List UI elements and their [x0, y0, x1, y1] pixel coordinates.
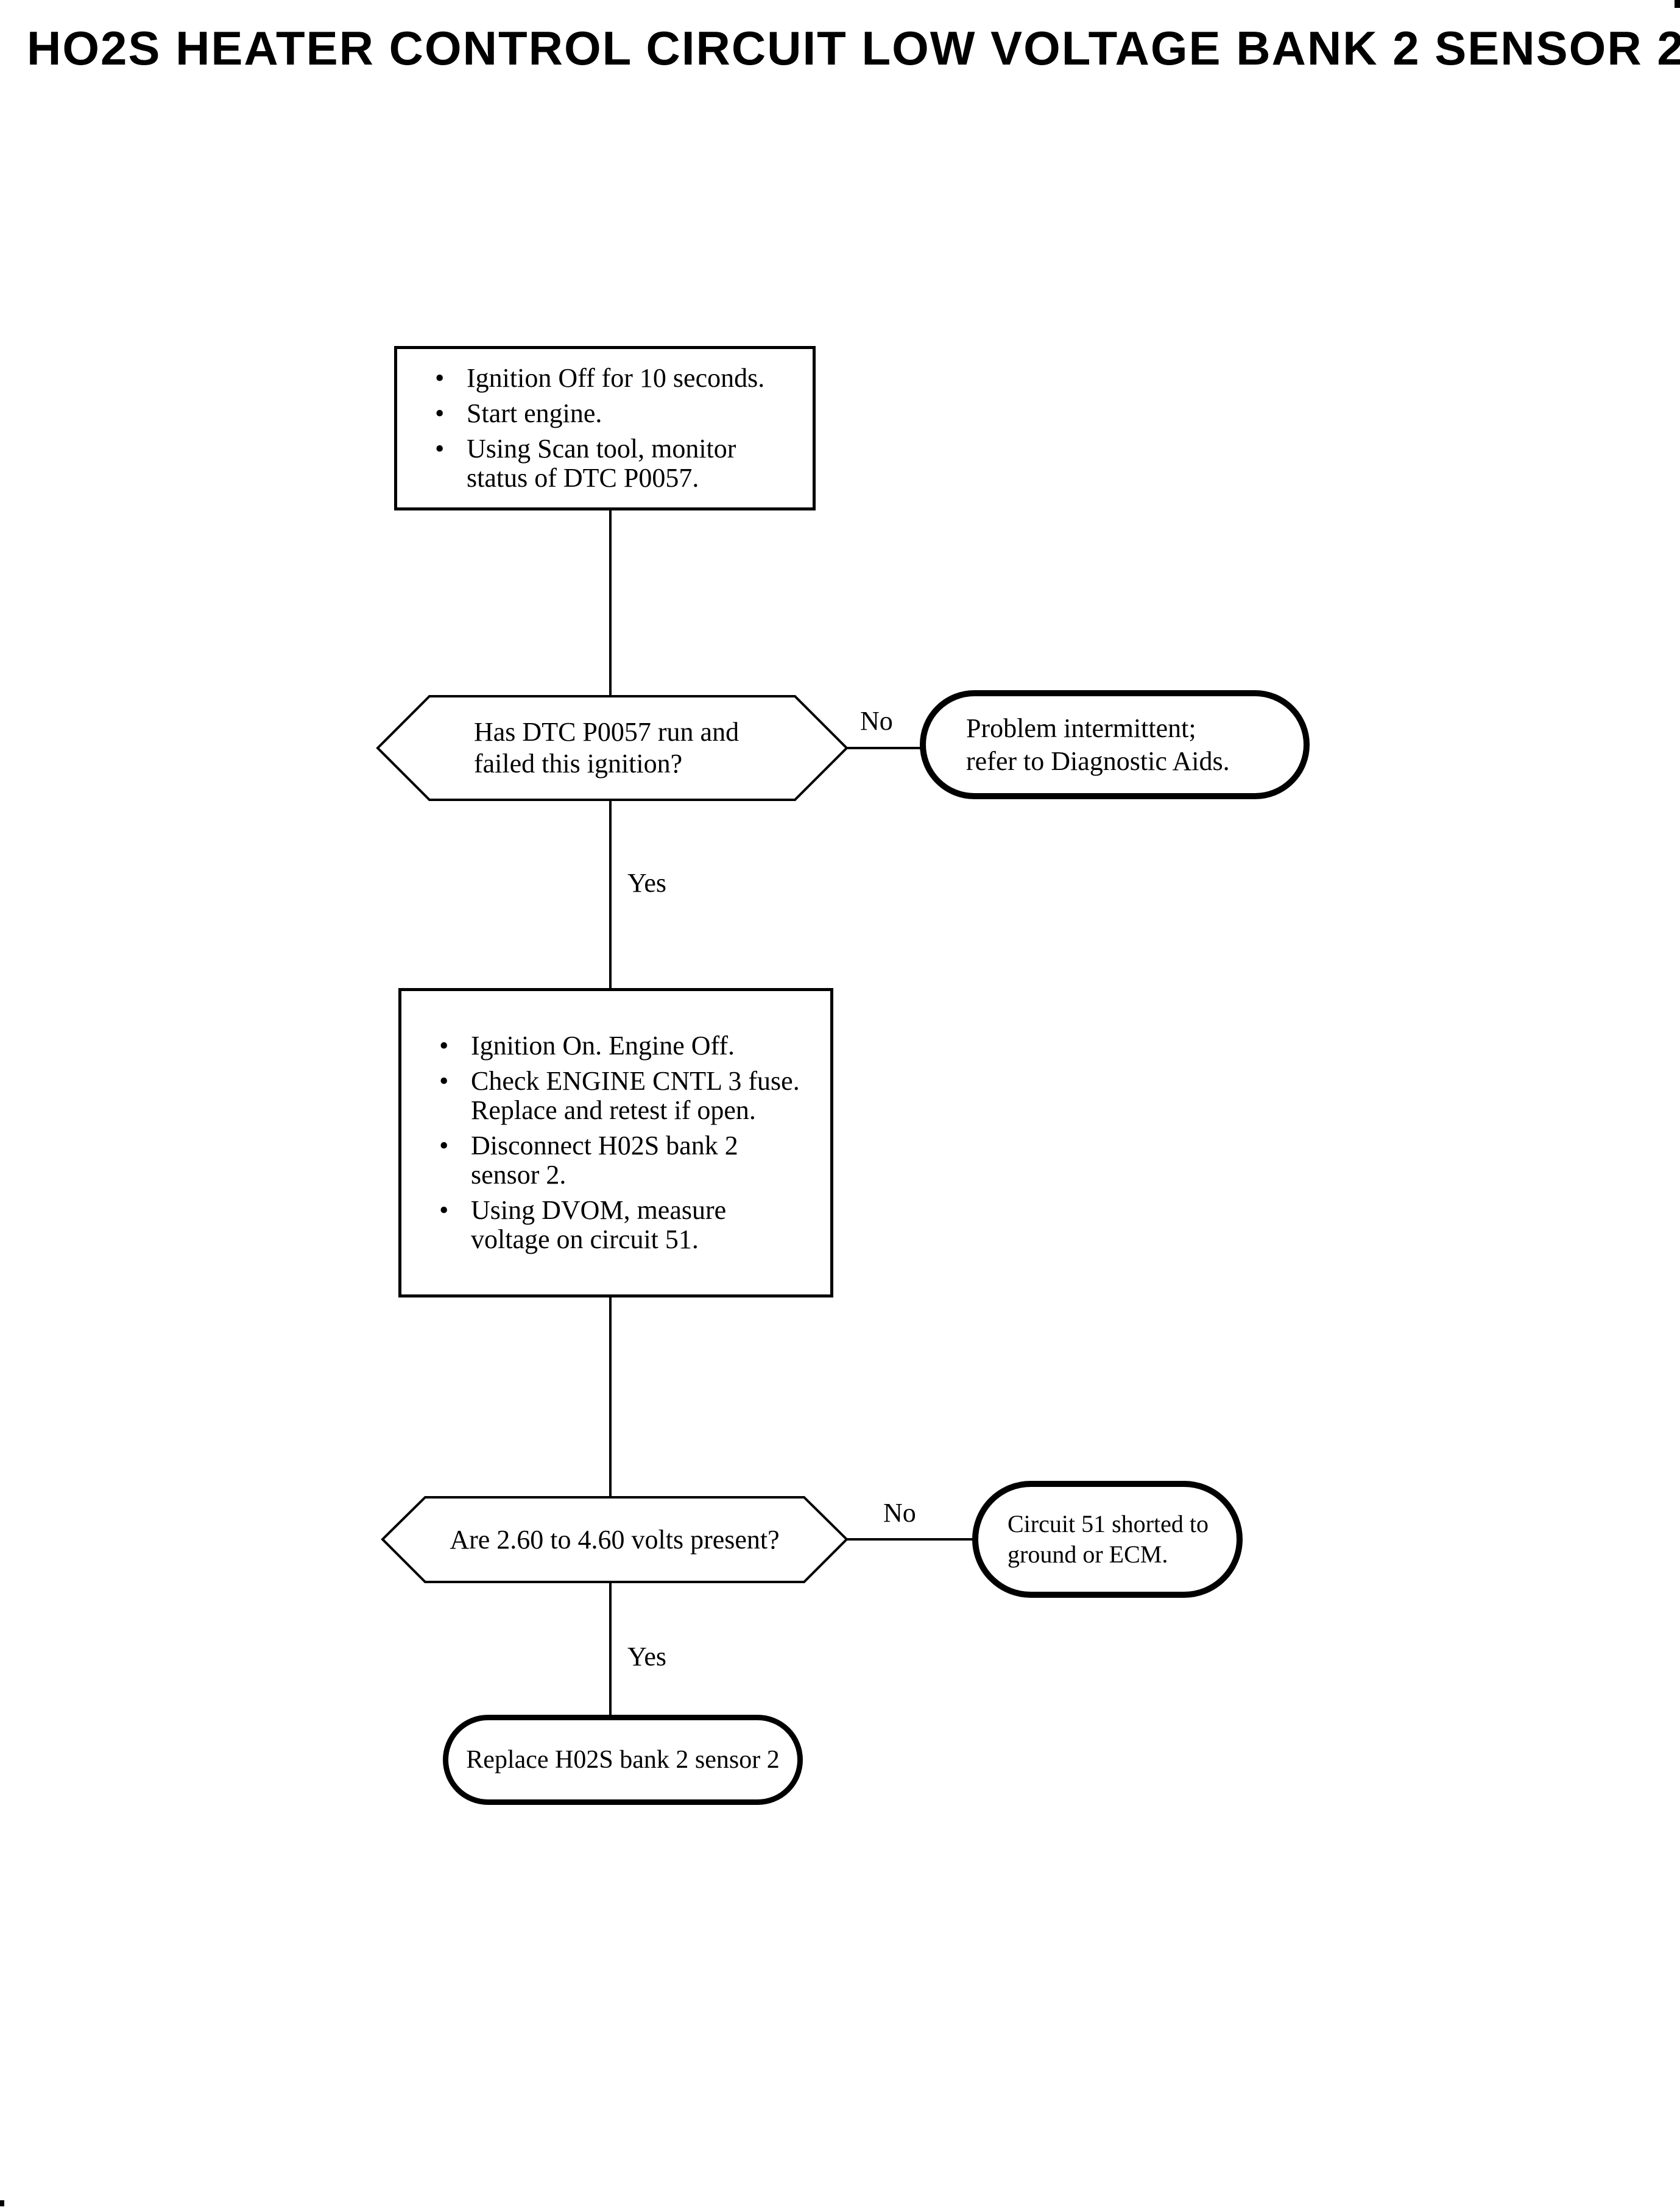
terminal-replace-sensor: Replace H02S bank 2 sensor 2 [443, 1715, 803, 1805]
decision2-question: Are 2.60 to 4.60 volts present? [450, 1524, 780, 1555]
step1-box: Ignition Off for 10 seconds. Start engin… [394, 346, 816, 510]
terminal-text: Problem intermittent; refer to Diagnosti… [966, 713, 1230, 776]
decision2-shape [381, 1496, 849, 1583]
decision1-question: Has DTC P0057 run and failed this igniti… [474, 717, 739, 778]
decision1-yes-label: Yes [627, 868, 667, 898]
step1-item: Using Scan tool, monitor status of DTC P… [435, 434, 764, 493]
step2-item: Check ENGINE CNTL 3 fuse. Replace and re… [439, 1067, 800, 1125]
terminal-problem-intermittent: Problem intermittent; refer to Diagnosti… [920, 690, 1310, 799]
step1-item: Ignition Off for 10 seconds. [435, 364, 764, 394]
decision2-no-label: No [883, 1498, 916, 1528]
step2-box: Ignition On. Engine Off. Check ENGINE CN… [398, 988, 833, 1297]
page-title: HO2S HEATER CONTROL CIRCUIT LOW VOLTAGE … [27, 21, 1680, 75]
decision1-shape [376, 695, 849, 801]
step2-list: Ignition On. Engine Off. Check ENGINE CN… [401, 1031, 812, 1254]
scan-artifact-mark [1675, 0, 1680, 8]
decision2-yes-label: Yes [627, 1642, 667, 1672]
step2-item: Ignition On. Engine Off. [439, 1031, 800, 1061]
scan-artifact-mark [0, 2200, 4, 2206]
decision1-no-label: No [860, 706, 893, 736]
terminal-text: Replace H02S bank 2 sensor 2 [466, 1746, 780, 1774]
terminal-circuit51-shorted: Circuit 51 shorted to ground or ECM. [972, 1481, 1243, 1598]
terminal-text: Circuit 51 shorted to ground or ECM. [1008, 1510, 1209, 1568]
step2-item: Disconnect H02S bank 2 sensor 2. [439, 1131, 800, 1190]
step1-item: Start engine. [435, 399, 764, 429]
step1-list: Ignition Off for 10 seconds. Start engin… [397, 364, 777, 493]
step2-item: Using DVOM, measure voltage on circuit 5… [439, 1196, 800, 1254]
